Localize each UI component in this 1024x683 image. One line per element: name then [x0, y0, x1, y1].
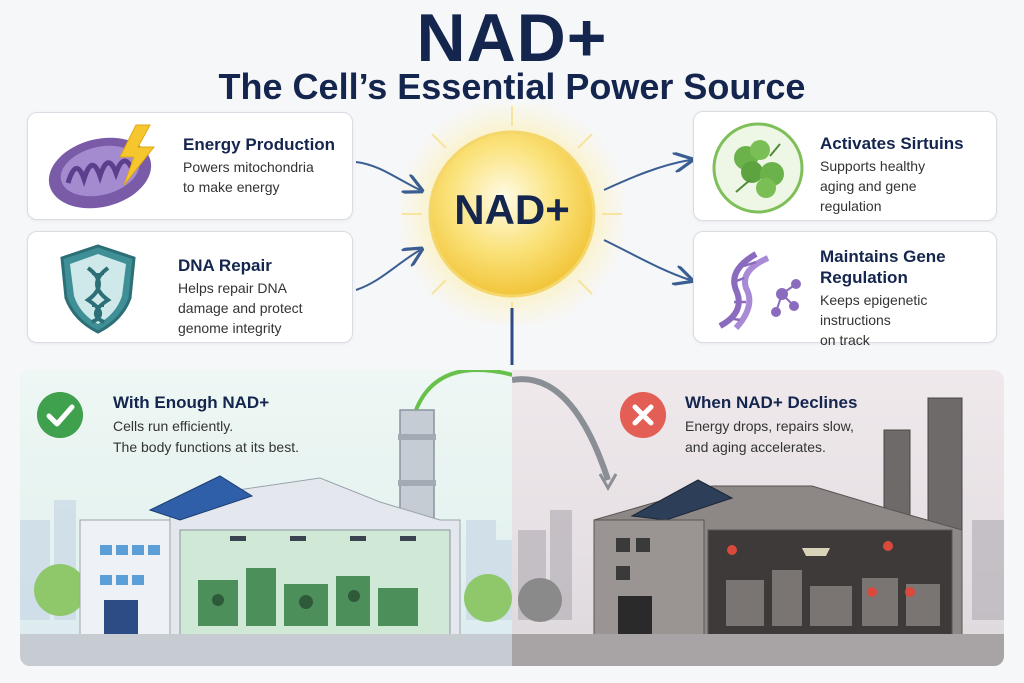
- panel-title: With Enough NAD+: [113, 393, 270, 412]
- panel-description: Energy drops, repairs slow, and aging ac…: [685, 418, 854, 455]
- main-title: NAD+: [416, 0, 608, 76]
- x-mark-icon: [620, 392, 666, 438]
- declining-factory-illustration: [512, 376, 1004, 666]
- card-description: Powers mitochondria to make energy: [183, 159, 314, 195]
- nad-sun-graphic: [394, 104, 630, 324]
- card-title: Maintains Gene Regulation: [820, 247, 946, 287]
- main-subtitle: The Cell’s Essential Power Source: [218, 66, 806, 107]
- panel-title: When NAD+ Declines: [685, 393, 858, 412]
- card-title: Activates Sirtuins: [820, 134, 964, 153]
- dna-helix-molecule-icon: [718, 251, 801, 331]
- checkmark-icon: [37, 392, 83, 438]
- card-energy-production: Energy Production Powers mitochondria to…: [27, 112, 353, 220]
- card-description: Helps repair DNA damage and protect geno…: [178, 280, 303, 336]
- card-dna-repair: DNA Repair Helps repair DNA damage and p…: [27, 231, 353, 343]
- card-activates-sirtuins: Activates Sirtuins Supports healthy agin…: [693, 111, 997, 221]
- sirtuin-protein-icon: [712, 122, 804, 214]
- card-description: Keeps epigenetic instructions on track: [820, 292, 928, 348]
- panel-with-enough-nad: With Enough NAD+ Cells run efficiently. …: [20, 370, 512, 666]
- panel-when-nad-declines: When NAD+ Declines Energy drops, repairs…: [512, 370, 1004, 666]
- mitochondria-lightning-icon: [48, 124, 156, 209]
- dna-shield-icon: [60, 244, 136, 334]
- healthy-factory-illustration: [20, 370, 512, 666]
- card-title: Energy Production: [183, 135, 336, 154]
- card-title: DNA Repair: [178, 256, 272, 275]
- panel-description: Cells run efficiently. The body function…: [113, 418, 299, 455]
- card-maintains-gene-regulation: Maintains Gene Regulation Keeps epigenet…: [693, 231, 997, 348]
- card-description: Supports healthy aging and gene regulati…: [820, 158, 926, 214]
